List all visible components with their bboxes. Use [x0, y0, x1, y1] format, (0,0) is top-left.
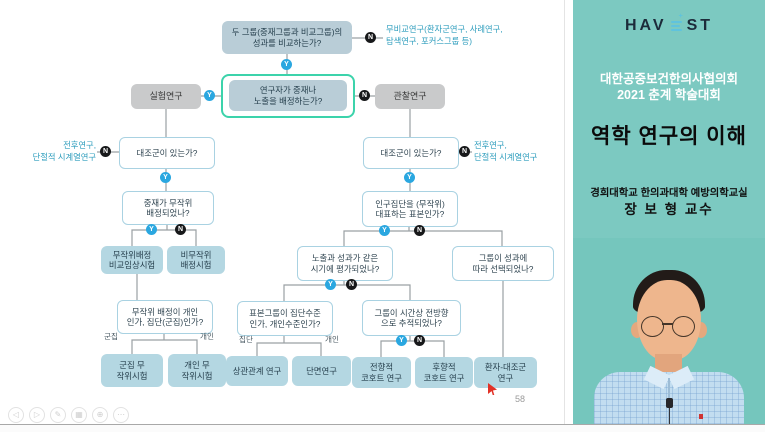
- presenter-affiliation: 경희대학교 한의과대학 예방의학교실: [590, 188, 748, 199]
- flow-node-observational: 관찰연구: [375, 84, 445, 109]
- no-badge: N: [359, 90, 370, 101]
- no-badge: N: [414, 225, 425, 236]
- annotation-before-after-left: 전후연구, 단절적 시계열연구: [32, 140, 96, 162]
- annotation-before-after-right: 전후연구, 단절적 시계열연구: [474, 140, 538, 162]
- presentation-toolbar: ◁ ▷ ✎ ▦ ⊕ ⋯: [8, 407, 129, 423]
- flow-node-correlation-study: 상관관계 연구: [226, 356, 288, 386]
- flow-node-cluster-trial: 군집 무 작위시험: [101, 354, 163, 387]
- branch-label-group: 집단: [239, 335, 253, 344]
- flow-node-control-left: 대조군이 있는가?: [119, 137, 215, 169]
- presenter-name: 장 보 형 교수: [624, 202, 714, 217]
- glasses-icon: [672, 316, 695, 337]
- glasses-bridge: [662, 323, 673, 325]
- flow-node-same-time: 노출과 성과가 같은 시기에 평가되었나?: [297, 246, 393, 281]
- no-badge: N: [175, 224, 186, 235]
- flow-node-sample-level: 표본그룹이 집단수준 인가, 개인수준인가?: [237, 301, 333, 336]
- window-bottom-border: [0, 424, 765, 425]
- mouse-cursor: [488, 383, 497, 395]
- yes-badge: Y: [404, 172, 415, 183]
- event-line2: 2021 춘계 학술대회: [617, 87, 721, 102]
- havest-e-icon: +: [670, 13, 683, 33]
- yes-badge: Y: [146, 224, 157, 235]
- zoom-icon[interactable]: ⊕: [92, 407, 108, 423]
- flow-node-representative-sample: 인구집단을 (무작위) 대표하는 표본인가?: [362, 191, 458, 227]
- more-options-icon[interactable]: ⋯: [113, 407, 129, 423]
- sparkle-icon: +: [678, 12, 683, 20]
- event-title: 대한공중보건한의사협의회 2021 춘계 학술대회: [573, 72, 765, 103]
- yes-badge: Y: [281, 59, 292, 70]
- annotation-no-comparison: 무비교연구(환자군연구, 사례연구, 탐색연구, 포커스그룹 등): [386, 24, 503, 46]
- flow-node-prospective-cohort: 전향적 코호트 연구: [352, 357, 411, 388]
- no-badge: N: [365, 32, 376, 43]
- window-bottom-strip: [0, 425, 765, 432]
- branch-label-cluster: 군집: [104, 332, 118, 341]
- no-badge: N: [100, 146, 111, 157]
- flow-node-cross-sectional: 단면연구: [292, 356, 351, 386]
- lavalier-mic-icon: [666, 398, 673, 408]
- page-number: 58: [514, 394, 525, 404]
- slide-area: 두 그룹(중재그룹과 비교그룹)의 성과를 비교하는가? 무비교연구(환자군연구…: [8, 21, 554, 423]
- flow-node-control-right: 대조군이 있는가?: [363, 137, 459, 169]
- lecture-title: 역학 연구의 이해: [591, 125, 747, 148]
- brand-text-right: ST: [686, 17, 714, 34]
- flow-node-randomized: 중재가 무작위 배정되었나?: [122, 191, 214, 225]
- branch-label-individual-left: 개인: [200, 332, 214, 341]
- flow-node-selected-by-outcome: 그룹이 성과에 따라 선택되었나?: [452, 246, 554, 281]
- yes-badge: Y: [325, 279, 336, 290]
- flow-node-followed-forward: 그룹이 시간상 전방향 으로 추적되었나?: [362, 300, 461, 336]
- flow-node-individual-trial: 개인 무 작위시험: [168, 354, 226, 387]
- previous-slide-icon[interactable]: ◁: [8, 407, 24, 423]
- mic-cord: [669, 408, 671, 424]
- no-badge: N: [346, 279, 357, 290]
- flow-node-case-control: 환자-대조군 연구: [474, 357, 537, 388]
- flow-node-randomization-unit: 무작위 배정이 개인 인가, 집단(군집)인가?: [117, 300, 213, 334]
- yes-badge: Y: [396, 335, 407, 346]
- flow-node-retrospective-cohort: 후향적 코호트 연구: [415, 357, 473, 388]
- presenter-webcam: [573, 238, 765, 424]
- highlight-ring: [221, 74, 355, 118]
- slide-sidebar-divider: [564, 0, 565, 424]
- event-line1: 대한공중보건한의사협의회: [599, 72, 738, 86]
- yes-badge: Y: [379, 225, 390, 236]
- flow-node-assigns-exposure: 연구자가 중재나 노출을 배정하는가?: [229, 80, 347, 111]
- next-slide-icon[interactable]: ▷: [29, 407, 45, 423]
- yes-badge: Y: [160, 172, 171, 183]
- flow-node-compare-groups: 두 그룹(중재그룹과 비교그룹)의 성과를 비교하는가?: [222, 21, 352, 54]
- no-badge: N: [459, 146, 470, 157]
- glasses-icon: [641, 316, 664, 337]
- branch-label-individual-right: 개인: [325, 335, 339, 344]
- shirt-logo: [699, 414, 703, 419]
- no-badge: N: [414, 335, 425, 346]
- all-slides-icon[interactable]: ▦: [71, 407, 87, 423]
- brand-text-left: HAV: [624, 17, 667, 34]
- flow-node-nonrandom-trial: 비무작위 배정시험: [167, 246, 225, 274]
- flow-node-experimental: 실험연구: [131, 84, 201, 109]
- pen-icon[interactable]: ✎: [50, 407, 66, 423]
- yes-badge: Y: [204, 90, 215, 101]
- havest-logo: HAV + ST: [573, 13, 765, 35]
- flow-node-rct: 무작위배정 비교임상시험: [101, 246, 163, 274]
